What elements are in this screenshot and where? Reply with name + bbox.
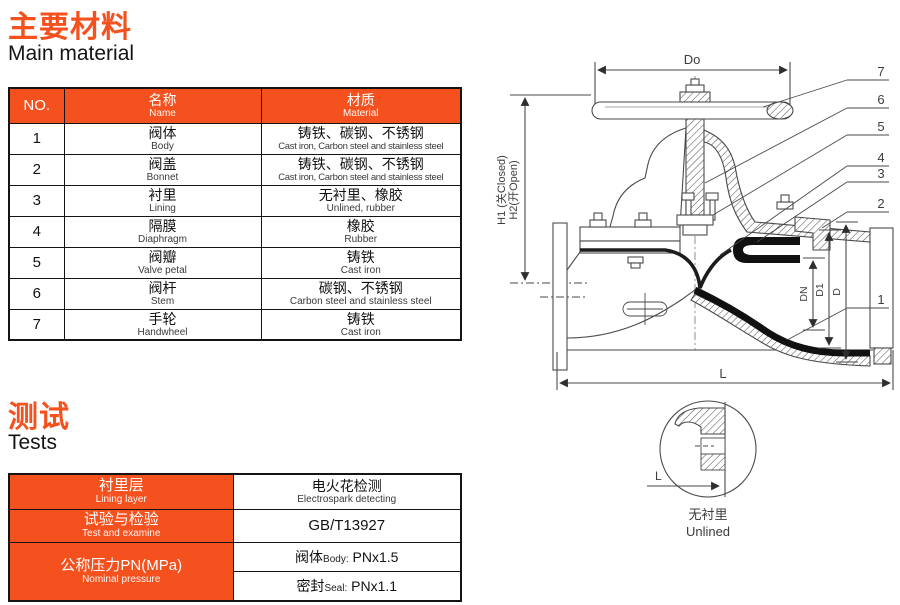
callout-7: 7	[877, 64, 884, 79]
lining-bottom	[693, 286, 870, 357]
valve-body	[540, 222, 873, 371]
table-row: 密封Seal: PNx1.1	[9, 570, 462, 602]
tests-title-en: Tests	[8, 431, 58, 454]
callout-leaders	[704, 79, 889, 341]
detail-l-label: L	[655, 469, 662, 483]
detail-caption-en: Unlined	[686, 524, 730, 539]
nominal-pressure-label: 公称压力PN(MPa) Nominal pressure	[8, 541, 234, 602]
callout-5: 5	[877, 119, 884, 134]
dim-label-h1: H1 (关Closed)	[495, 155, 508, 225]
dim-label-d: D	[831, 288, 843, 296]
callout-3: 3	[877, 166, 884, 181]
dim-label-do: Do	[684, 52, 701, 67]
table-row: 试验与检验 Test and examine GB/T13927	[8, 508, 462, 543]
header-material: 材质 Material	[260, 87, 462, 124]
dim-label-l: L	[719, 366, 726, 381]
material-table-header-row: NO. 名称 Name 材质 Material	[8, 87, 462, 124]
callout-1: 1	[877, 292, 884, 307]
detail-caption-cn: 无衬里	[688, 507, 727, 522]
main-material-title-en: Main material	[8, 42, 135, 65]
dimension-h	[510, 94, 591, 284]
callout-2: 2	[877, 196, 884, 211]
seal-pressure-value: 密封Seal: PNx1.1	[232, 570, 462, 602]
table-row: 公称压力PN(MPa) Nominal pressure 阀体Body: PNx…	[8, 541, 462, 602]
test-examine-label: 试验与检验 Test and examine	[8, 508, 234, 543]
body-pressure-value: 阀体Body: PNx1.5	[232, 541, 462, 572]
lining-layer-value: 电火花检测 Electrospark detecting	[232, 473, 462, 510]
handwheel	[591, 78, 794, 120]
pipe-flange	[869, 227, 894, 365]
table-row: 衬里层 Lining layer 电火花检测 Electrospark dete…	[8, 473, 462, 510]
bonnet-bell	[703, 129, 871, 243]
dimension-d1	[819, 229, 841, 349]
header-name: 名称 Name	[63, 87, 262, 124]
tests-table: 衬里层 Lining layer 电火花检测 Electrospark dete…	[8, 473, 462, 602]
seat-block	[776, 194, 831, 251]
tests-title-cn: 测试	[8, 401, 70, 434]
bonnet-dome	[609, 127, 687, 228]
callout-4: 4	[877, 150, 884, 165]
main-material-title-cn: 主要材料	[8, 11, 132, 44]
lining-top	[733, 237, 800, 263]
lining-layer-label: 衬里层 Lining layer	[8, 473, 234, 510]
dim-label-dn: DN	[798, 286, 810, 301]
test-standard-value: GB/T13927	[232, 508, 462, 543]
dimension-l	[556, 350, 894, 390]
bonnet-flange	[579, 212, 681, 269]
callout-6: 6	[877, 92, 884, 107]
dimension-d	[836, 221, 858, 363]
detail-circle	[647, 400, 757, 498]
header-no: NO.	[8, 87, 65, 124]
dim-label-d1: D1	[814, 283, 826, 297]
diaphragm	[580, 248, 732, 289]
valve-cross-section-diagram: Do H1 (关Closed) H2(开Open) DN D1 D L L 7 …	[495, 52, 894, 539]
dim-label-h2: H2(开Open)	[508, 160, 520, 219]
valve-petal	[676, 192, 719, 236]
